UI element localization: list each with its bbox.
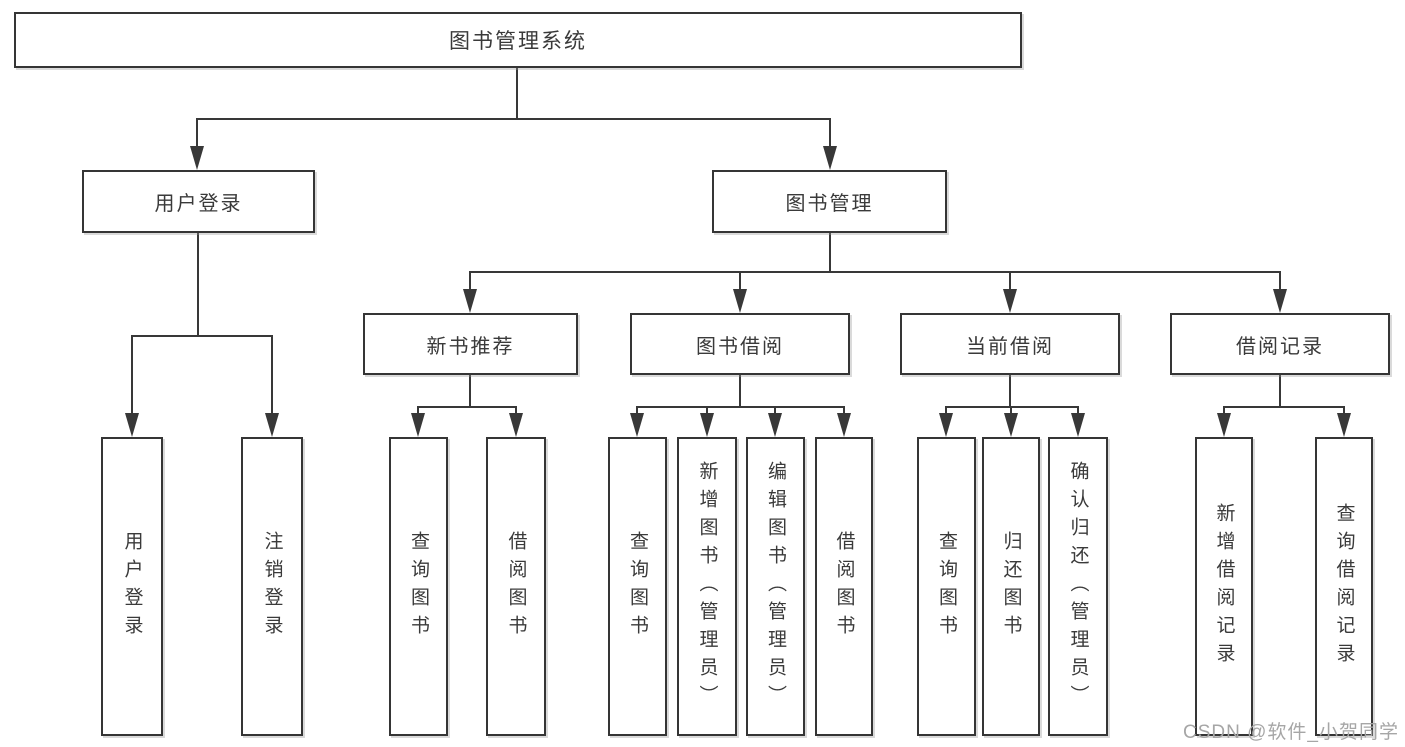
arrow-down-icon [1273,289,1287,313]
connector-line [1223,406,1225,418]
connector-line [829,233,831,273]
arrow-down-icon [1071,413,1085,437]
leaf-borrow-books: 借阅图书 [815,437,873,736]
arrow-down-icon [411,413,425,437]
arrow-down-icon [265,413,279,437]
connector-line [197,233,199,337]
node-borrowing-records: 借阅记录 [1170,313,1390,375]
connector-line [1009,271,1011,292]
leaf-logout: 注销登录 [241,437,303,736]
connector-line [774,406,776,418]
connector-line [945,406,947,418]
connector-line [636,406,845,408]
arrow-down-icon [939,413,953,437]
arrow-down-icon [837,413,851,437]
node-book-management-branch: 图书管理 [712,170,947,233]
arrow-down-icon [823,146,837,170]
connector-line [945,406,1079,408]
leaf-add-books-admin: 新增图书（管理员） [677,437,737,736]
connector-line [1223,406,1345,408]
arrow-down-icon [125,413,139,437]
arrow-down-icon [509,413,523,437]
connector-line [469,271,1281,273]
arrow-down-icon [190,146,204,170]
connector-line [1009,375,1011,408]
arrow-down-icon [1337,413,1351,437]
leaf-query-books-current: 查询图书 [917,437,976,736]
connector-line [271,335,273,416]
connector-line [131,335,133,416]
node-current-borrowing: 当前借阅 [900,313,1120,375]
connector-line [196,118,198,148]
node-user-login-branch: 用户登录 [82,170,315,233]
leaf-query-books-recommend: 查询图书 [389,437,448,736]
leaf-user-login: 用户登录 [101,437,163,736]
leaf-query-books-borrowing: 查询图书 [608,437,667,736]
connector-line [417,406,517,408]
arrow-down-icon [768,413,782,437]
arrow-down-icon [463,289,477,313]
leaf-borrow-books-recommend: 借阅图书 [486,437,546,736]
leaf-edit-books-admin: 编辑图书（管理员） [746,437,805,736]
csdn-watermark: CSDN @软件_小贺同学 [1183,722,1399,743]
arrow-down-icon [1217,413,1231,437]
leaf-return-books: 归还图书 [982,437,1040,736]
arrow-down-icon [630,413,644,437]
leaf-confirm-return-admin: 确认归还（管理员） [1048,437,1108,736]
connector-line [829,118,831,148]
connector-line [515,406,517,418]
connector-line [1279,271,1281,292]
connector-line [131,335,273,337]
arrow-down-icon [733,289,747,313]
node-new-book-recommendation: 新书推荐 [363,313,578,375]
connector-line [739,375,741,408]
connector-line [1279,375,1281,408]
connector-line [417,406,419,418]
connector-line [1077,406,1079,418]
connector-line [706,406,708,418]
connector-line [516,68,518,120]
connector-line [843,406,845,418]
connector-line [196,118,831,120]
connector-line [1343,406,1345,418]
connector-line [469,271,471,292]
node-book-borrowing: 图书借阅 [630,313,850,375]
connector-line [636,406,638,418]
connector-line [739,271,741,292]
arrow-down-icon [1004,413,1018,437]
leaf-add-borrow-record: 新增借阅记录 [1195,437,1253,736]
node-library-management-system: 图书管理系统 [14,12,1022,68]
connector-line [1010,406,1012,418]
connector-line [469,375,471,408]
leaf-query-borrow-record: 查询借阅记录 [1315,437,1373,736]
arrow-down-icon [700,413,714,437]
arrow-down-icon [1003,289,1017,313]
